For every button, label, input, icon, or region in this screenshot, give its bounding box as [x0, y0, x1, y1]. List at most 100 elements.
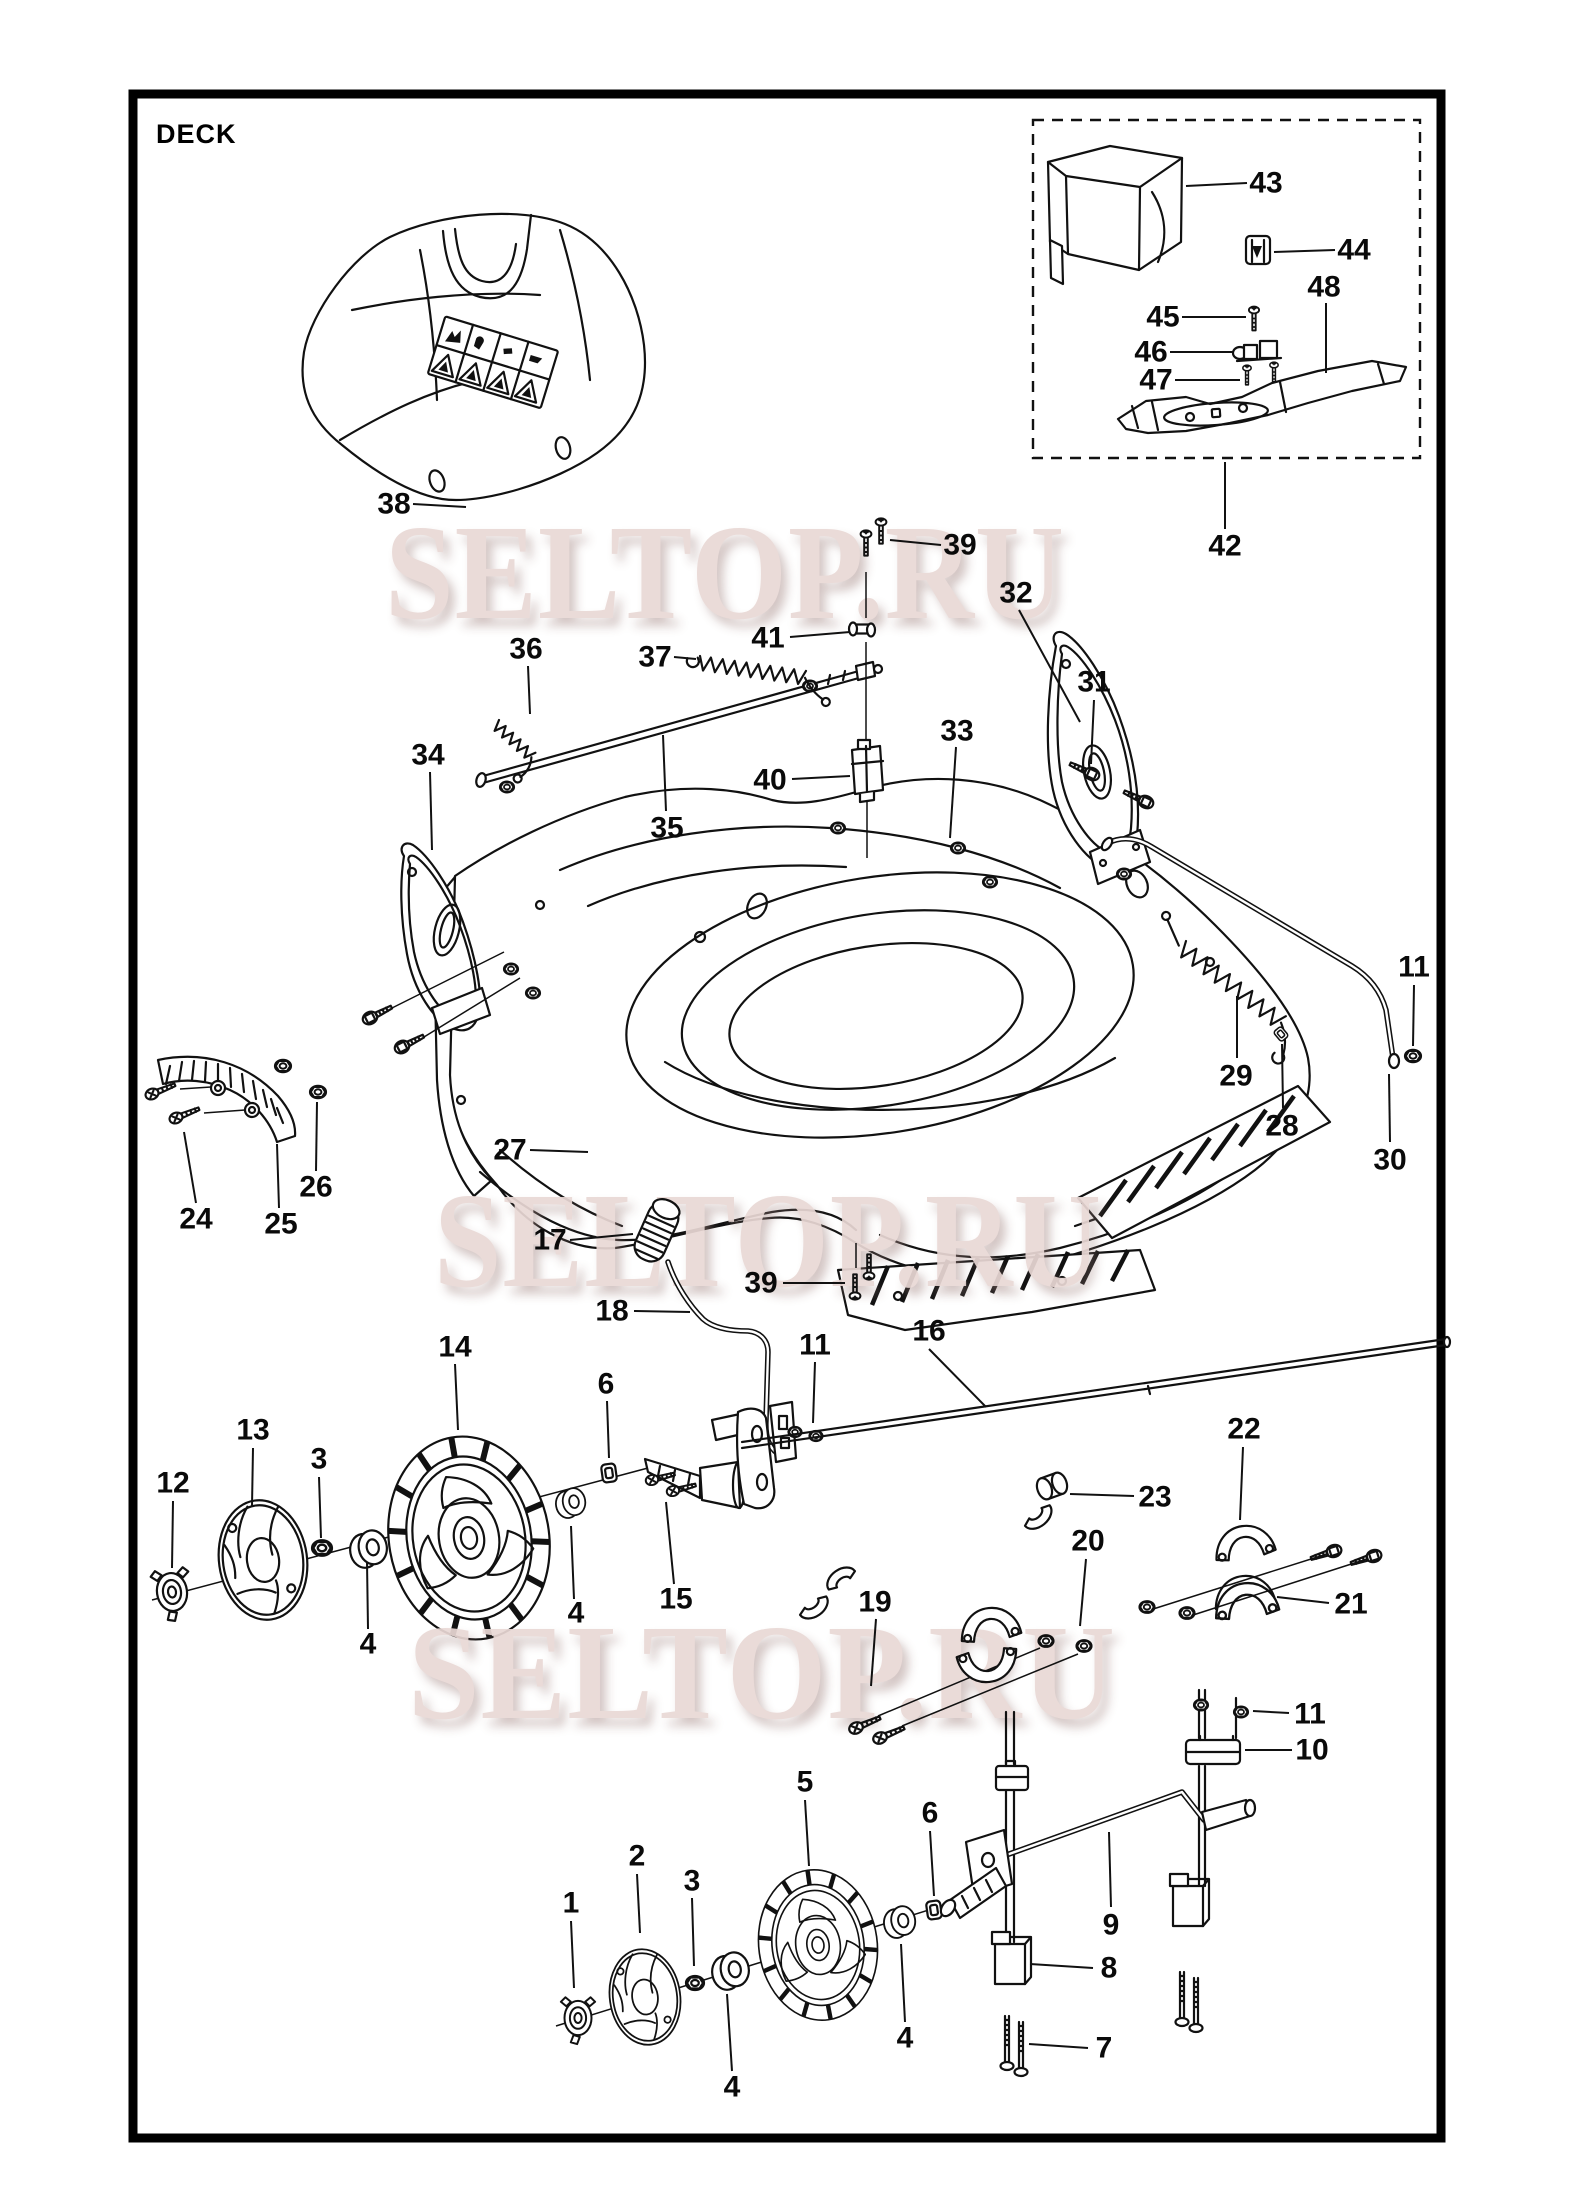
callout-20: 20: [1071, 1525, 1104, 1558]
callout-5: 5: [797, 1766, 814, 1799]
callout-1: 1: [563, 1887, 580, 1920]
hub-cap-12: [148, 1565, 196, 1625]
axle-crank-9-drawing: [939, 1789, 1257, 1920]
hub-cap-1: [559, 1996, 597, 2046]
callout-22: 22: [1227, 1413, 1260, 1446]
callout-6: 6: [922, 1797, 939, 1830]
callout-13: 13: [236, 1414, 269, 1447]
callout-36: 36: [509, 633, 542, 666]
callout-42: 42: [1208, 530, 1241, 563]
callout-17: 17: [533, 1224, 566, 1257]
blade-adapter-46-drawing: [1231, 339, 1283, 363]
wheel-cover-13: [209, 1493, 317, 1627]
half-bushing-19: [821, 1561, 858, 1594]
screw-for-34: [391, 1029, 428, 1057]
callout-6: 6: [598, 1368, 615, 1401]
wheel-5: [749, 1862, 887, 2028]
callout-15: 15: [659, 1583, 692, 1616]
border-rect: [128, 89, 1446, 2143]
screw-21: [1348, 1546, 1385, 1571]
callout-11: 11: [1294, 1698, 1326, 1731]
clip-41-drawing: [847, 621, 877, 638]
clip-6: [599, 1462, 619, 1484]
callout-16: 16: [912, 1315, 945, 1348]
bearing-4: [880, 1903, 919, 1941]
bushing-23-drawing: [1035, 1471, 1069, 1501]
grip-17-drawing: [633, 1198, 681, 1263]
blade-48-drawing: [1116, 359, 1408, 435]
spindle-bracket-drawing: [643, 1407, 776, 1510]
callout-4: 4: [360, 1628, 377, 1661]
callout-38: 38: [377, 488, 410, 521]
top-cover-drawing: [301, 212, 647, 501]
nut: [498, 780, 516, 794]
bearing-4: [346, 1527, 391, 1572]
assembly-guide-line: [179, 1086, 246, 1114]
callout-35: 35: [650, 812, 683, 845]
shaft-16-drawing: [740, 1335, 1452, 1450]
rod-35-drawing: [475, 660, 884, 788]
callout-37: 37: [638, 641, 671, 674]
bolt-47-drawing: [1242, 364, 1252, 386]
screw-for-34: [359, 1000, 396, 1028]
callout-7: 7: [1096, 2032, 1113, 2065]
callout-34: 34: [411, 739, 445, 772]
callout-31: 31: [1077, 666, 1110, 699]
mulch-plug-43-drawing: [1046, 144, 1184, 286]
warning-label: [427, 315, 559, 409]
callout-18: 18: [595, 1295, 628, 1328]
callout-46: 46: [1134, 336, 1167, 369]
callout-26: 26: [299, 1171, 332, 1204]
callout-47: 47: [1139, 364, 1172, 397]
callout-11: 11: [799, 1329, 831, 1362]
deck-housing-drawing: [431, 777, 1332, 1332]
bearing-4: [708, 1949, 753, 1994]
callout-8: 8: [1101, 1952, 1118, 1985]
inset-blade-kit: [1031, 118, 1422, 460]
nut-3: [310, 1539, 334, 1557]
callout-40: 40: [753, 764, 786, 797]
callout-28: 28: [1265, 1110, 1298, 1143]
callout-39: 39: [744, 1267, 777, 1300]
rod-30-drawing: [1100, 836, 1401, 1070]
watermarks: SELTOP.RU SELTOP.RU SELTOP.RU: [385, 498, 1115, 1748]
callout-9: 9: [1103, 1909, 1120, 1942]
callout-4: 4: [724, 2071, 741, 2104]
nut-11: [1403, 1048, 1423, 1064]
assembly-guide-line: [391, 951, 521, 1038]
callout-11: 11: [1398, 951, 1430, 984]
bolt-45-drawing: [1247, 305, 1261, 332]
bolt-shaft-line: [1149, 1552, 1371, 1617]
inset-dashed-border: [1031, 118, 1422, 460]
nut-26: [308, 1084, 328, 1100]
watermark-text: SELTOP.RU: [434, 1166, 1102, 1316]
page-frame: DECK: [128, 89, 1446, 2143]
nut-33: [949, 841, 967, 855]
center-axis-line: [855, 572, 868, 1268]
callout-43: 43: [1249, 167, 1282, 200]
callout-29: 29: [1219, 1060, 1252, 1093]
bracket-32-drawing: [1046, 630, 1152, 886]
nut: [524, 986, 542, 1000]
callout-3: 3: [311, 1443, 328, 1476]
nut: [1075, 1639, 1093, 1653]
strap-22: [1211, 1520, 1278, 1564]
height-adjuster-assembly: [990, 1688, 1250, 2078]
screw-24: [142, 1078, 178, 1103]
nut: [1037, 1634, 1055, 1648]
spring-36-drawing: [493, 718, 537, 784]
page-title: DECK: [156, 119, 237, 149]
leader-lines: [171, 182, 1415, 2072]
callout-33: 33: [940, 715, 973, 748]
callout-21: 21: [1334, 1588, 1367, 1621]
callout-3: 3: [684, 1865, 701, 1898]
callout-30: 30: [1373, 1144, 1406, 1177]
callout-4: 4: [568, 1597, 585, 1630]
nut-33: [981, 875, 999, 889]
callout-27: 27: [493, 1134, 526, 1167]
warning-icons: [444, 330, 543, 364]
callout-2: 2: [629, 1840, 646, 1873]
callout-25: 25: [264, 1208, 297, 1241]
